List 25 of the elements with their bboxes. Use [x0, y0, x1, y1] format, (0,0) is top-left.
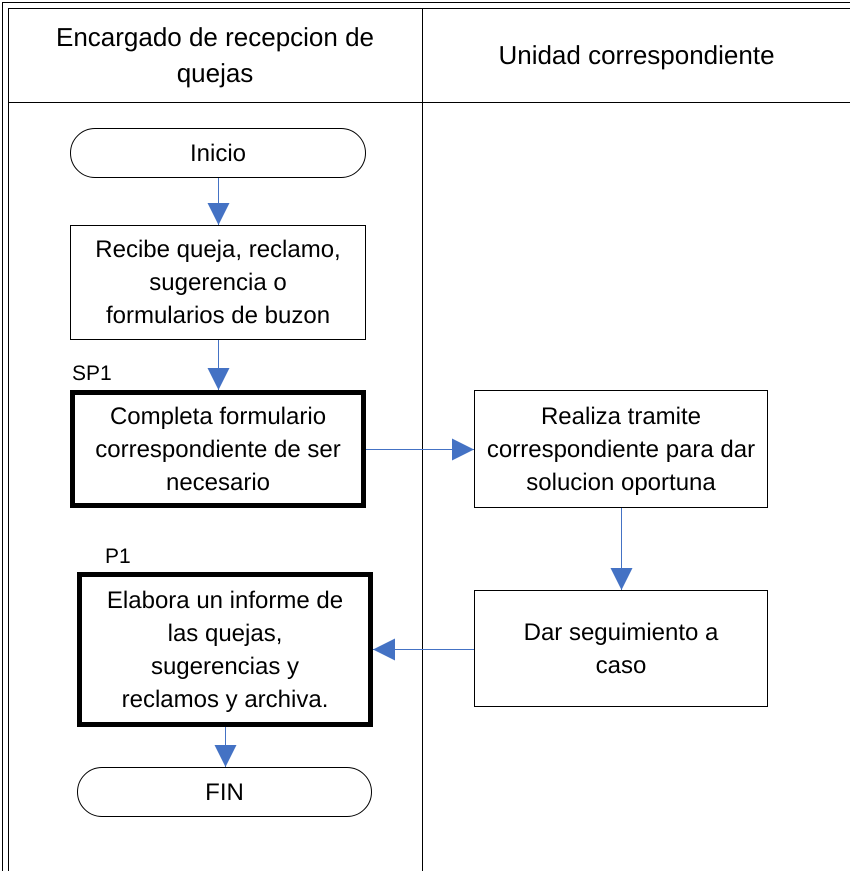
lane-header: Encargado de recepcion de quejas — [8, 8, 422, 103]
step-text: FIN — [205, 778, 244, 808]
step-text: Recibe queja, reclamo, sugerencia o formularios de buzon — [94, 235, 342, 331]
step-text: Dar seguimiento a caso — [522, 618, 720, 680]
step-code: P1 — [105, 545, 131, 569]
key-process-box — [70, 390, 366, 508]
arrow — [610, 508, 632, 590]
arrow — [208, 178, 230, 226]
process-box — [474, 590, 768, 707]
step-text: Elabora un informe de las quejas, sugerencias y reclamos y archiva. — [106, 586, 344, 714]
process-box — [474, 390, 768, 508]
arrow — [366, 438, 474, 460]
terminator-shape — [70, 128, 366, 178]
step-text: Realiza tramite correspondiente para dar solucion oportuna — [486, 402, 756, 498]
arrow — [214, 726, 236, 768]
process-box — [70, 225, 366, 340]
step-code: SP1 — [72, 362, 112, 386]
step-text: Inicio — [190, 138, 246, 168]
key-process-box — [77, 572, 373, 727]
swimlane — [8, 8, 423, 871]
lane-header: Unidad correspondiente — [423, 8, 850, 103]
terminator-shape — [77, 767, 372, 817]
step-text: Completa formulario correspondiente de ser necesario — [94, 402, 342, 498]
arrow — [208, 340, 230, 390]
arrow — [372, 638, 474, 660]
